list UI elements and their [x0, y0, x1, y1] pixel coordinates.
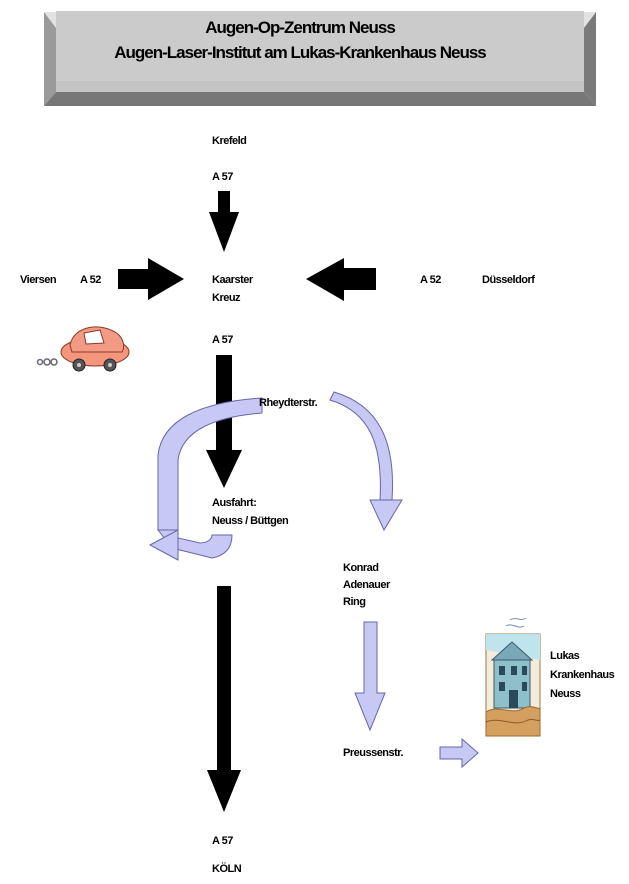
- label-a57-top: A 57: [212, 171, 233, 183]
- label-koeln: KÖLN: [212, 863, 242, 875]
- label-konrad: Konrad: [343, 562, 379, 574]
- a52-right-arrow: [306, 258, 376, 301]
- a57-top-arrow: [209, 191, 239, 252]
- a57-bottom-arrow: [207, 586, 241, 812]
- label-rheydterstr: Rheydterstr.: [259, 397, 318, 409]
- page-title-line2: Augen-Laser-Institut am Lukas-Krankenhau…: [114, 43, 486, 62]
- label-kreuz: Kreuz: [212, 292, 241, 304]
- label-krankenhaus: Krankenhaus: [550, 669, 615, 681]
- label-krefeld: Krefeld: [212, 135, 247, 147]
- label-ring: Ring: [343, 596, 366, 608]
- label-preussenstr: Preussenstr.: [343, 747, 404, 759]
- konrad-down-arrow: [354, 621, 386, 732]
- label-adenauer: Adenauer: [343, 579, 390, 591]
- car-icon: [36, 326, 130, 372]
- label-ausfahrt: Ausfahrt:: [212, 497, 257, 509]
- label-neuss-buettgen: Neuss / Büttgen: [212, 515, 289, 527]
- page-title-line1: Augen-Op-Zentrum Neuss: [205, 18, 396, 37]
- u-turn-arrow: [157, 397, 263, 531]
- label-a52-right: A 52: [420, 274, 441, 286]
- label-viersen: Viersen: [20, 274, 57, 286]
- hospital-building-icon: [485, 617, 541, 737]
- label-kaarster: Kaarster: [212, 274, 253, 286]
- label-a57-bottom: A 57: [212, 835, 233, 847]
- label-lukas: Lukas: [550, 650, 580, 662]
- label-a57-mid: A 57: [212, 334, 233, 346]
- label-duesseldorf: Düsseldorf: [482, 274, 535, 286]
- label-a52-left: A 52: [80, 274, 101, 286]
- title-banner: [44, 11, 596, 106]
- a52-left-arrow: [118, 258, 184, 300]
- a57-mid-arrow: [206, 355, 242, 488]
- preussenstr-right-arrow: [439, 737, 479, 769]
- rheydterstr-curve-arrow: [329, 391, 394, 501]
- label-neuss: Neuss: [550, 688, 581, 700]
